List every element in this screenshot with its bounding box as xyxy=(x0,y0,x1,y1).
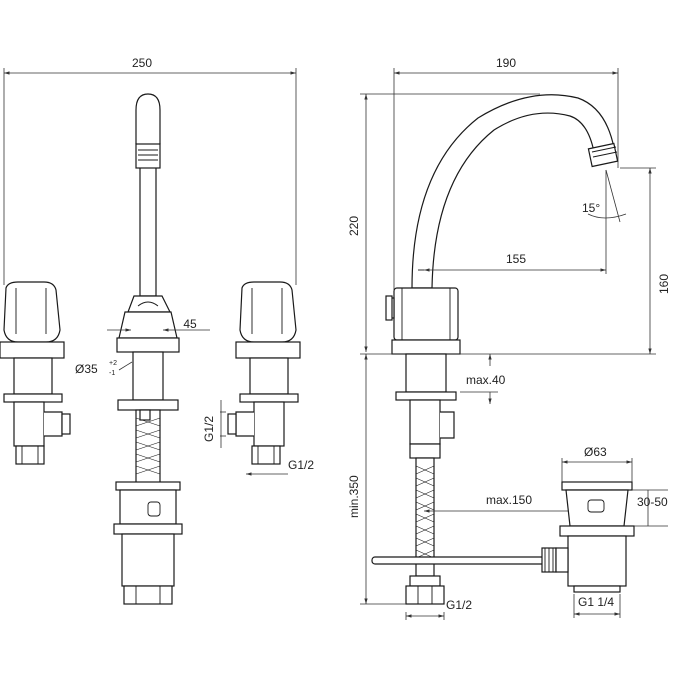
pull-rod[interactable] xyxy=(371,547,557,573)
neck-diameter-label: 45 xyxy=(183,317,197,331)
waste-side xyxy=(555,481,635,593)
central-shank xyxy=(117,351,179,485)
left-handle-front[interactable] xyxy=(0,281,71,465)
spout-side xyxy=(411,94,619,289)
spout-front xyxy=(116,93,180,353)
front-view: 250 45 Ø35 +2 -1 xyxy=(0,56,314,605)
waste-range-label: 30-50 xyxy=(637,495,668,509)
waste-diameter-label: Ø63 xyxy=(584,445,607,459)
mixer-body-side xyxy=(360,287,656,605)
width-label-side: 190 xyxy=(496,56,516,70)
reach-label: 155 xyxy=(506,252,526,266)
pull-rod-reach-label: max.150 xyxy=(486,493,532,507)
waste-thread-label: G1 1/4 xyxy=(578,595,614,609)
supply-thread-label: G1/2 xyxy=(446,598,472,612)
base-tolerance-upper: +2 xyxy=(109,360,117,367)
base-diameter-label: Ø35 xyxy=(75,362,98,376)
angle-label: 15° xyxy=(582,201,600,215)
base-tolerance-lower: -1 xyxy=(109,370,115,377)
width-label-front: 250 xyxy=(132,56,152,70)
right-handle-front[interactable] xyxy=(227,281,301,465)
thread-left-horizontal-label: G1/2 xyxy=(288,458,314,472)
waste-front xyxy=(113,481,183,605)
height-spout-label: 220 xyxy=(347,216,361,236)
below-deck-label: min.350 xyxy=(347,475,361,518)
height-outlet-label: 160 xyxy=(657,274,671,294)
deck-thickness-label: max.40 xyxy=(466,373,506,387)
thread-left-vertical-label: G1/2 xyxy=(202,416,216,442)
side-view: 190 220 15° 155 160 xyxy=(347,56,671,620)
